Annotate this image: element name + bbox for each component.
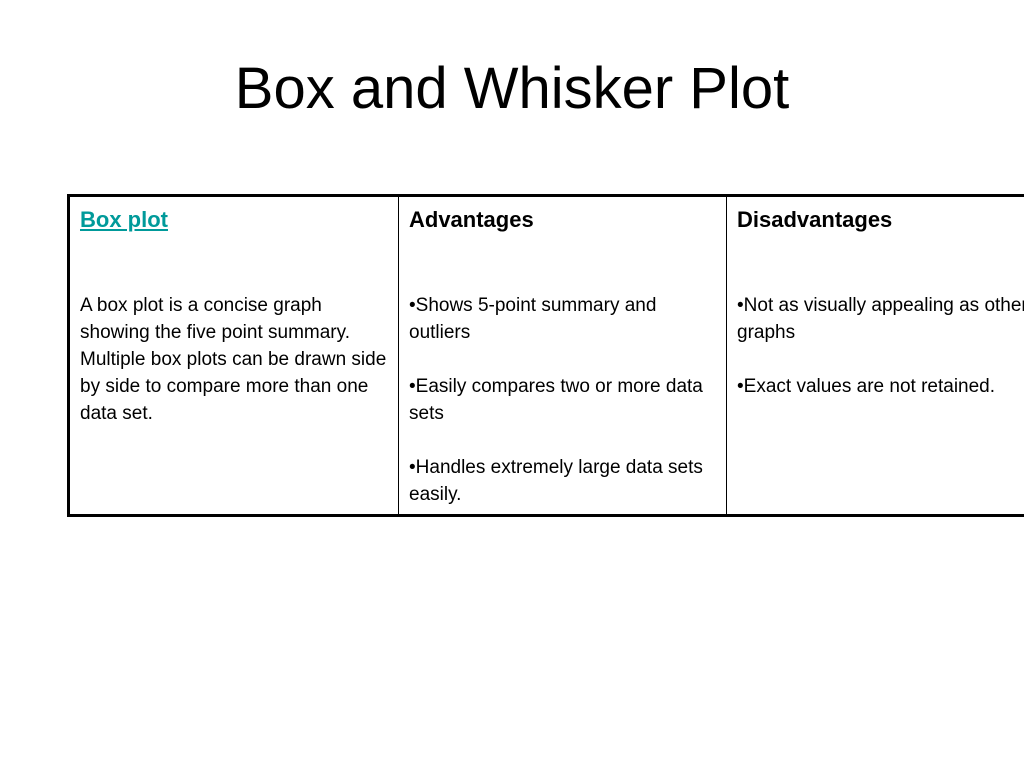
advantage-item: •Handles extremely large data sets easil… (409, 457, 703, 505)
spacer (80, 235, 388, 292)
comparison-table: Box plot A box plot is a concise graph s… (67, 194, 1024, 517)
disadvantages-cell: Disadvantages •Not as visually appealing… (726, 195, 1024, 516)
box-plot-link[interactable]: Box plot (80, 207, 168, 232)
box-plot-cell: Box plot A box plot is a concise graph s… (68, 195, 399, 516)
advantage-item: •Shows 5-point summary and outliers (409, 295, 657, 343)
disadvantage-item: •Exact values are not retained. (737, 376, 996, 397)
table-row: Box plot A box plot is a concise graph s… (68, 195, 1024, 516)
disadvantage-item: •Not as visually appealing as other grap… (737, 295, 1024, 343)
box-plot-description: A box plot is a concise graph showing th… (80, 295, 387, 424)
spacer (409, 235, 716, 292)
slide-title: Box and Whisker Plot (234, 56, 790, 121)
advantages-cell: Advantages •Shows 5-point summary and ou… (398, 195, 727, 516)
disadvantages-header: Disadvantages (737, 207, 893, 232)
advantage-item: •Easily compares two or more data sets (409, 376, 703, 424)
spacer (737, 235, 1024, 292)
advantages-header: Advantages (409, 207, 534, 232)
